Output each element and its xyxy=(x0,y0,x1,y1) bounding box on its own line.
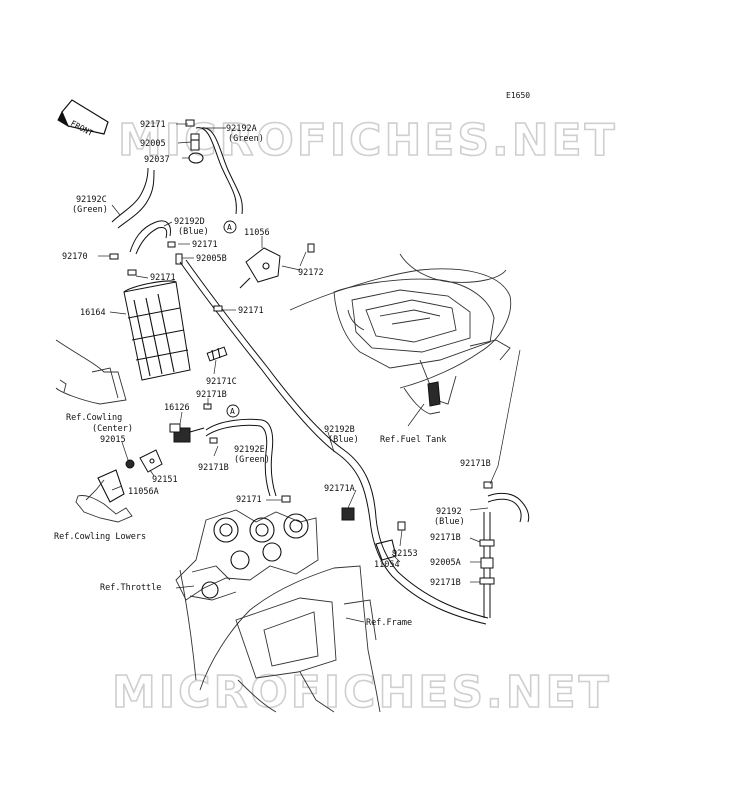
ref-frame xyxy=(179,565,381,713)
hose-92192-right xyxy=(487,492,530,523)
label-ref-cowling-lowers: Ref.Cowling Lowers xyxy=(54,532,146,542)
svg-text:A: A xyxy=(227,223,232,232)
label-92171-mid: 92171 xyxy=(192,240,218,250)
clip-92171-mid xyxy=(167,241,176,248)
label-92171-tube: 92171 xyxy=(238,306,264,316)
bracket-11056 xyxy=(239,247,281,289)
label-92192d: 92192D xyxy=(174,217,205,227)
label-92171b-a: 92171B xyxy=(196,390,227,400)
label-11054: 11054 xyxy=(374,560,400,570)
label-92171b-r3: 92171B xyxy=(430,578,461,588)
label-92172: 92172 xyxy=(298,268,324,278)
watermark-top: MICROFICHES.NET xyxy=(118,115,618,166)
label-92171b-b: 92171B xyxy=(198,463,229,473)
callout-a-upper: A xyxy=(223,220,237,234)
pipe-right-vertical xyxy=(479,512,495,618)
label-16126: 16126 xyxy=(164,403,190,413)
leader-lines xyxy=(98,123,521,623)
label-92015: 92015 xyxy=(100,435,126,445)
label-92171-top: 92171 xyxy=(140,120,166,130)
callout-a-lower: A xyxy=(226,404,240,418)
clip-92171-throttle xyxy=(281,495,291,503)
part-labels: 92171 92192A (Green) 92005 92037 92192C … xyxy=(54,120,491,628)
label-92192b: 92192B xyxy=(324,425,355,435)
label-92037: 92037 xyxy=(144,155,170,165)
front-arrow-icon: FRONT xyxy=(57,99,109,138)
clip-92171b-b xyxy=(209,437,218,444)
label-92005a: 92005A xyxy=(430,558,461,568)
clip-92171-top xyxy=(185,119,195,127)
label-92171-throttle: 92171 xyxy=(236,495,262,505)
label-92171a: 92171A xyxy=(324,484,355,494)
label-ref-fuel-tank: Ref.Fuel Tank xyxy=(380,435,447,445)
diagram-code: E1650 xyxy=(506,91,530,100)
label-11056-top: 11056 xyxy=(244,228,270,238)
label-92192c: 92192C xyxy=(76,195,107,205)
label-92192a: 92192A xyxy=(226,124,257,134)
label-92005: 92005 xyxy=(140,139,166,149)
ref-throttle-bodies xyxy=(175,509,319,601)
watermark-bottom: MICROFICHES.NET xyxy=(112,667,612,718)
label-ref-cowling-center-1: Ref.Cowling xyxy=(66,413,122,423)
label-92192: 92192 xyxy=(436,507,462,517)
label-ref-throttle: Ref.Throttle xyxy=(100,583,161,593)
label-92171b-right: 92171B xyxy=(460,459,491,469)
label-92192c-color: (Green) xyxy=(72,205,108,215)
bolt-92172 xyxy=(307,243,315,253)
canister-16164 xyxy=(123,280,191,381)
hose-92192a xyxy=(195,127,243,215)
hose-92192b xyxy=(179,259,489,625)
hose-92192c xyxy=(111,167,155,229)
clip-92170 xyxy=(109,253,119,260)
ref-cowling-center-outline xyxy=(55,339,127,405)
bracket-11054 xyxy=(375,539,397,561)
clip-92171-tube xyxy=(213,305,223,312)
clip-92171b-right xyxy=(483,481,493,489)
label-92171-can: 92171 xyxy=(150,273,176,283)
hose-92192d xyxy=(129,220,171,255)
label-92153: 92153 xyxy=(392,549,418,559)
ref-cowling-lowers-outline xyxy=(75,479,133,523)
grommet-92015 xyxy=(125,459,135,469)
label-92171b-r2: 92171B xyxy=(430,533,461,543)
label-92192a-color: (Green) xyxy=(228,134,264,144)
label-16164: 16164 xyxy=(80,308,106,318)
label-92170: 92170 xyxy=(62,252,88,262)
ref-fuel-tank xyxy=(289,253,512,415)
label-92192d-color: (Blue) xyxy=(178,227,209,237)
label-92192e: 92192E xyxy=(234,445,265,455)
label-92192b-color: (Blue) xyxy=(328,435,359,445)
valve-16126 xyxy=(169,423,205,443)
bracket-92151 xyxy=(139,449,163,473)
label-92192-color: (Blue) xyxy=(434,517,465,527)
connector-92171c xyxy=(206,346,228,362)
label-92005b: 92005B xyxy=(196,254,227,264)
label-ref-frame: Ref.Frame xyxy=(366,618,412,628)
bracket-11056a xyxy=(97,469,125,503)
label-92192e-color: (Green) xyxy=(234,455,270,465)
hose-92192e xyxy=(205,418,277,497)
connector-92171a xyxy=(341,507,355,521)
svg-text:A: A xyxy=(230,407,235,416)
clip-92171-can xyxy=(127,269,137,276)
fitting-92005 xyxy=(190,133,200,151)
label-11056a: 11056A xyxy=(128,487,159,497)
clamp-92153 xyxy=(397,521,406,531)
label-92171c: 92171C xyxy=(206,377,237,387)
clip-92171b-a xyxy=(203,403,212,410)
label-92151: 92151 xyxy=(152,475,178,485)
label-ref-cowling-center-2: (Center) xyxy=(92,424,133,434)
fitting-92005b xyxy=(175,253,183,265)
